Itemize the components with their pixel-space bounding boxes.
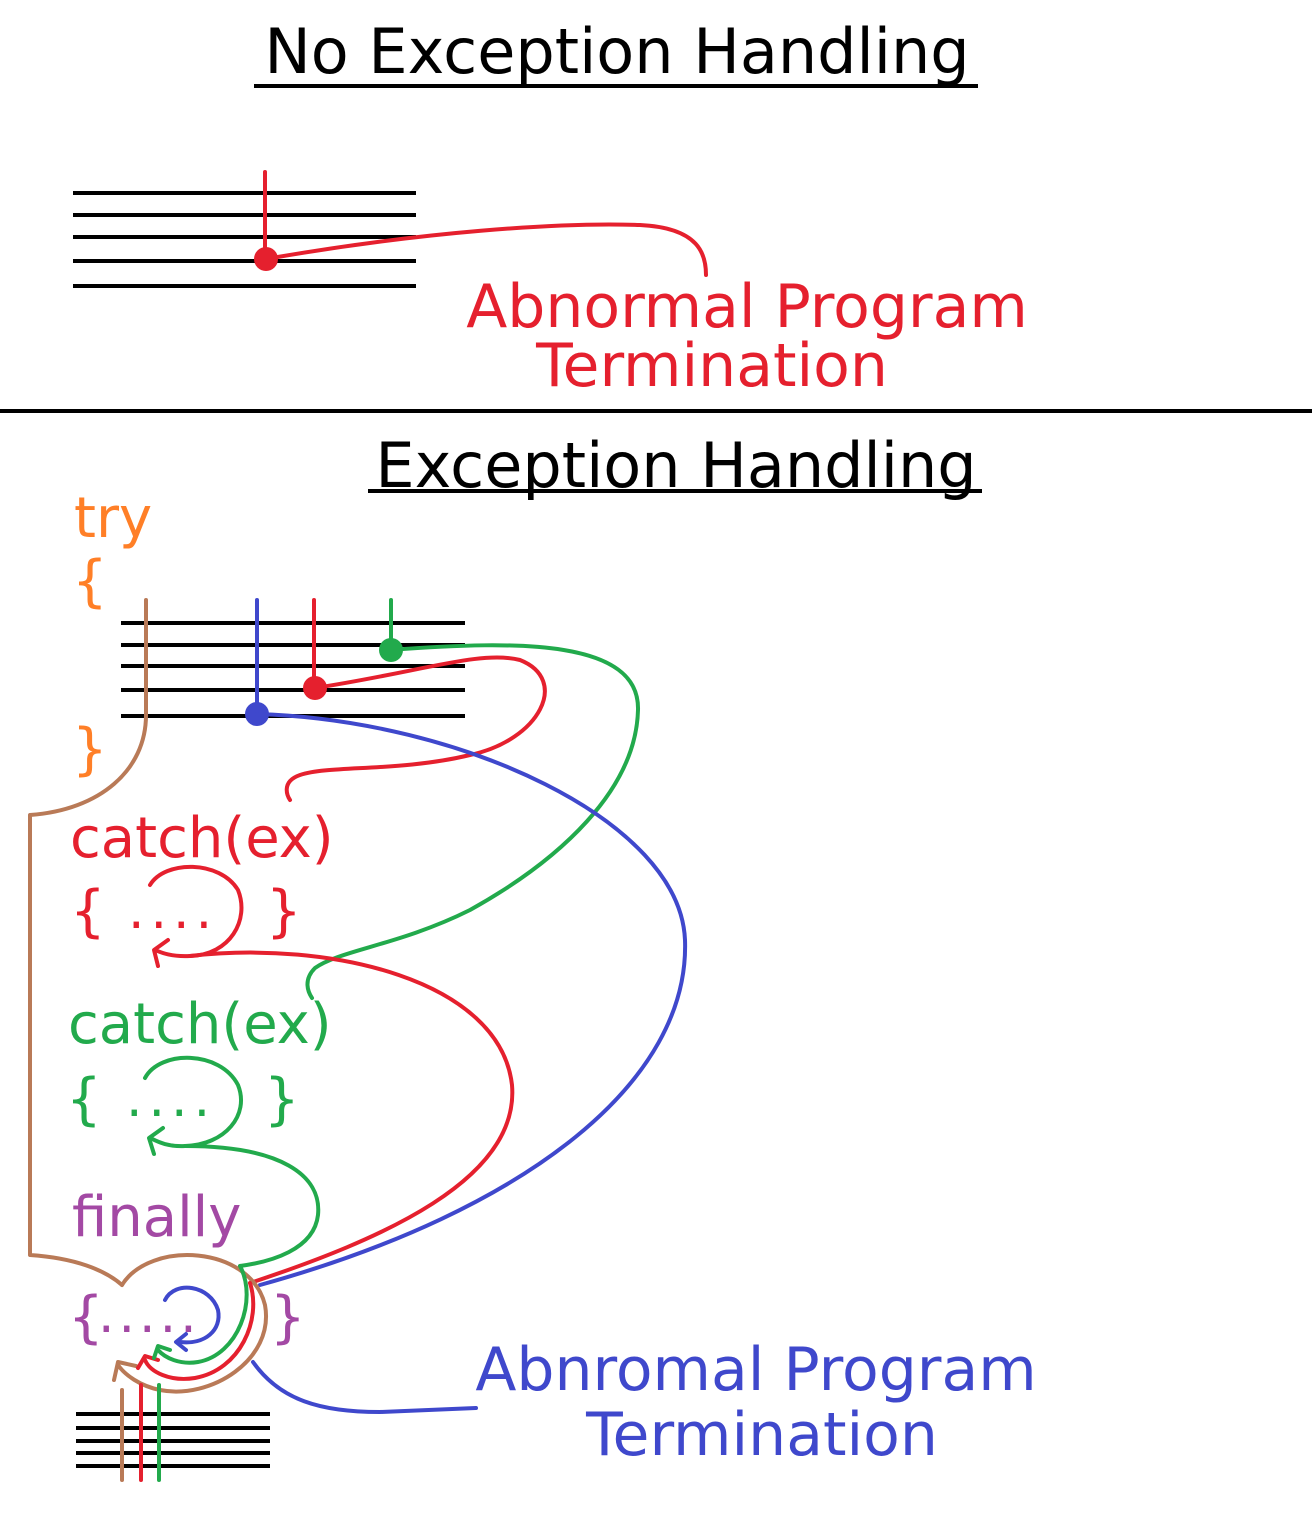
abnormal-termination-label-line1: Abnromal Program — [475, 1335, 1036, 1405]
red-exception-path — [284, 655, 547, 802]
finally-open-brace: { — [68, 1285, 104, 1350]
brown-finally-loop — [116, 1253, 269, 1394]
catch1-arrowhead-icon — [152, 938, 170, 968]
blue-termination-pointer — [251, 1360, 478, 1414]
catch2-loop-arrow — [143, 1055, 244, 1149]
catch1-open-brace: { — [70, 879, 106, 944]
green-exception-path — [305, 643, 641, 1000]
exception-handling-section: Exception Handling try { } catch(ex) — [28, 429, 1037, 1482]
green-arrowhead-icon — [152, 1344, 172, 1360]
finally-close-brace: } — [270, 1285, 306, 1350]
no-exception-section: No Exception Handling Abnormal Program T… — [73, 15, 1028, 401]
blue-finally-loop — [163, 1285, 221, 1345]
finally-keyword: finally — [72, 1185, 241, 1250]
catch1-body-dots: .... — [128, 881, 218, 941]
red-finally-loop — [143, 1281, 256, 1381]
termination-label-line1: Abnormal Program — [466, 272, 1028, 342]
catch2-close-brace: } — [264, 1067, 300, 1132]
brown-normal-flow — [28, 598, 148, 1287]
catch2-arrowhead-icon — [147, 1126, 165, 1156]
catch2-header: catch(ex) — [68, 992, 332, 1057]
abnormal-termination-label-line2: Termination — [585, 1400, 938, 1470]
catch1-close-brace: } — [266, 879, 302, 944]
catch2-open-brace: { — [66, 1067, 102, 1132]
finally-body-dots: ..... — [98, 1285, 201, 1345]
catch1-loop-arrow — [148, 864, 244, 959]
blue-uncaught-path — [255, 712, 688, 1287]
top-code-lines — [73, 191, 416, 288]
blue-arrowhead-icon — [174, 1332, 188, 1352]
no-exception-title: No Exception Handling — [264, 15, 969, 88]
green-finally-loop — [156, 1264, 249, 1365]
brown-arrowhead-icon — [112, 1360, 138, 1382]
red-catch-to-finally — [188, 950, 515, 1285]
catch1-header: catch(ex) — [70, 806, 334, 871]
try-keyword: try — [74, 486, 152, 551]
after-finally-code-lines — [76, 1412, 270, 1468]
termination-arrow — [264, 222, 708, 277]
termination-label-line2: Termination — [535, 331, 888, 401]
catch2-body-dots: .... — [126, 1069, 216, 1129]
green-catch-to-finally — [183, 1144, 321, 1268]
try-open-brace: { — [72, 549, 108, 614]
try-close-brace: } — [72, 717, 108, 782]
